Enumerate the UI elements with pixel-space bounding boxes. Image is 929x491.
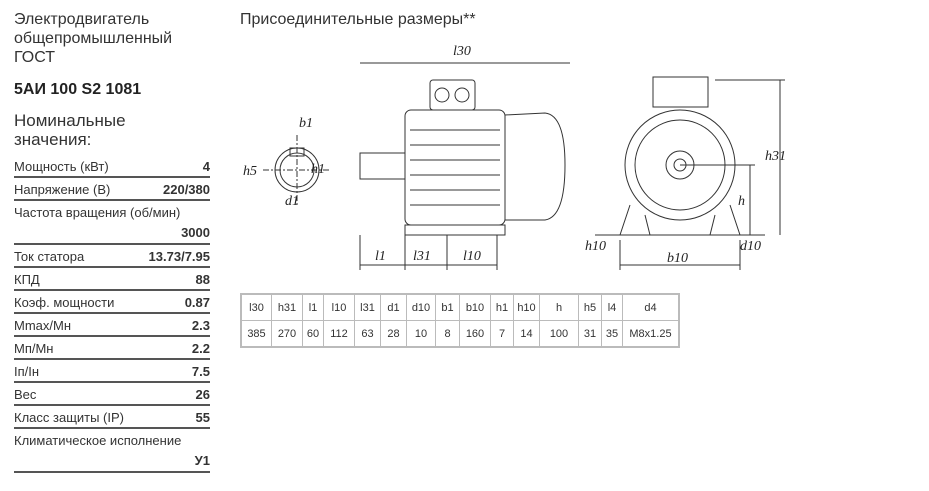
column-header: l1 — [302, 293, 324, 321]
column-header: l30 — [240, 293, 272, 321]
spec-value: 220/380 — [163, 182, 210, 197]
dim-label-h: h — [738, 194, 745, 209]
dim-label-b10: b10 — [667, 251, 688, 266]
column-header: h10 — [513, 293, 540, 321]
dim-label-l1: l1 — [375, 249, 386, 264]
spec-value: 3000 — [181, 225, 210, 240]
table-cell: 31 — [578, 320, 602, 348]
spec-row: Вес 26 — [14, 385, 210, 406]
spec-row: Класс защиты (IP) 55 — [14, 408, 210, 429]
nominal-heading: Номинальные значения: — [14, 111, 210, 149]
table-cell: 112 — [323, 320, 355, 348]
spec-value: 0.87 — [184, 295, 210, 310]
spec-row: Мощность (кВт) 4 — [14, 157, 210, 178]
product-title: Электродвигатель общепромышленный ГОСТ — [14, 10, 210, 67]
column-header: d4 — [622, 293, 680, 321]
table-cell: 28 — [380, 320, 407, 348]
spec-row: Mmax/Mн 2.3 — [14, 316, 210, 337]
spec-row: Коэф. мощности 0.87 — [14, 293, 210, 314]
column-header: h31 — [271, 293, 303, 321]
dim-label-l30: l30 — [453, 44, 471, 59]
dim-label-d10: d10 — [740, 239, 761, 254]
table-cell: 7 — [490, 320, 514, 348]
spec-label: Вес — [14, 387, 37, 402]
column-header: b1 — [435, 293, 460, 321]
table-cell: 270 — [271, 320, 303, 348]
spec-label: Ток статора — [14, 249, 85, 264]
spec-row: Mп/Mн 2.2 — [14, 339, 210, 360]
table-cell: 63 — [354, 320, 381, 348]
title-line: Электродвигатель — [14, 11, 150, 28]
spec-row: КПД 88 — [14, 270, 210, 291]
dim-label-h1: h1 — [311, 162, 325, 177]
spec-value: 2.3 — [191, 318, 210, 333]
spec-label: Мощность (кВт) — [14, 159, 109, 174]
title-line: ГОСТ — [14, 49, 56, 66]
spec-label: Класс защиты (IP) — [14, 410, 124, 425]
spec-label: КПД — [14, 272, 40, 287]
drawing-title: Присоединительные размеры** — [240, 11, 476, 28]
product-panel: Электродвигатель общепромышленный ГОСТ 5… — [14, 10, 210, 475]
table-cell: 8 — [435, 320, 460, 348]
spec-row: Ток статора 13.73/7.95 — [14, 247, 210, 268]
dim-label-l10: l10 — [463, 249, 481, 264]
table-cell: M8x1.25 — [622, 320, 680, 348]
spec-value: 88 — [195, 272, 210, 287]
spec-label: Частота вращения (об/мин) — [14, 205, 181, 220]
model-name: 5АИ 100 S2 1081 — [14, 81, 142, 98]
dim-label-h10: h10 — [585, 239, 606, 254]
spec-value: 2.2 — [191, 341, 210, 356]
spec-value: 7.5 — [191, 364, 210, 379]
dimension-drawing: b1 h5 h1 d1 l30 l1 l31 l10 h31 h h10 b10… — [243, 44, 786, 270]
column-header: h1 — [490, 293, 514, 321]
spec-label: Климатическое исполнение — [14, 433, 182, 448]
spec-row: Iп/Iн 7.5 — [14, 362, 210, 383]
spec-row: Частота вращения (об/мин)3000 — [14, 203, 210, 245]
column-header: l31 — [354, 293, 381, 321]
spec-label: Mп/Mн — [14, 341, 54, 356]
spec-value: 55 — [195, 410, 210, 425]
column-header: h5 — [578, 293, 602, 321]
spec-label: Коэф. мощности — [14, 295, 115, 310]
column-header: d10 — [406, 293, 436, 321]
dim-label-h5: h5 — [243, 164, 257, 179]
dim-label-d1: d1 — [285, 194, 299, 209]
table-cell: 160 — [459, 320, 491, 348]
spec-value: У1 — [194, 453, 210, 468]
motor-side-view — [359, 62, 570, 270]
dim-label-h31: h31 — [765, 149, 786, 164]
table-cell: 385 — [240, 320, 272, 348]
spec-value: 26 — [195, 387, 210, 402]
table-cell: 35 — [601, 320, 623, 348]
spec-label: Mmax/Mн — [14, 318, 72, 333]
table-cell: 60 — [302, 320, 324, 348]
dim-label-b1: b1 — [299, 116, 313, 131]
title-line: общепромышленный — [14, 30, 173, 47]
motor-front-view — [595, 76, 785, 270]
heading-line: Номинальные — [14, 111, 126, 130]
shaft-section-view — [263, 135, 331, 205]
heading-line: значения: — [14, 130, 92, 149]
dim-label-l31: l31 — [413, 249, 431, 264]
table-cell: 14 — [513, 320, 540, 348]
column-header: l10 — [323, 293, 355, 321]
column-header: b10 — [459, 293, 491, 321]
spec-label: Iп/Iн — [14, 364, 40, 379]
column-header: d1 — [380, 293, 407, 321]
table-cell: 100 — [539, 320, 579, 348]
spec-value: 13.73/7.95 — [148, 249, 210, 264]
column-header: h — [539, 293, 579, 321]
spec-label: Напряжение (В) — [14, 182, 111, 197]
column-header: l4 — [601, 293, 623, 321]
spec-value: 4 — [202, 159, 210, 174]
table-cell: 10 — [406, 320, 436, 348]
spec-row: Напряжение (В) 220/380 — [14, 180, 210, 201]
